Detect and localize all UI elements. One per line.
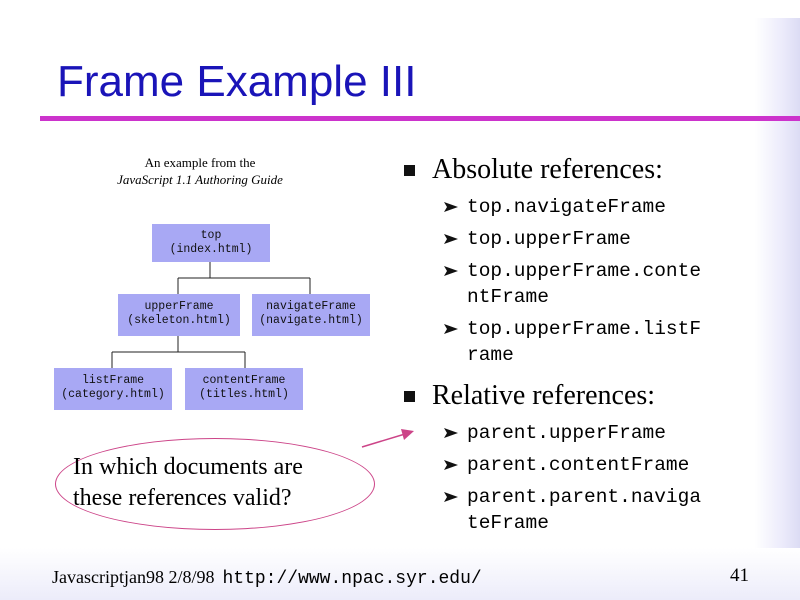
footer-text: Javascriptjan98 2/8/98 — [52, 567, 215, 587]
question-ellipse — [55, 438, 375, 530]
absolute-ref-3-line-2: ntFrame — [467, 286, 549, 308]
arrowhead-bullet-icon — [444, 266, 458, 276]
arrowhead-bullet-icon — [444, 460, 458, 470]
right-decor-band — [755, 18, 800, 600]
question-text: In which documents are these references … — [73, 452, 373, 514]
arrowhead-bullet-icon — [444, 202, 458, 212]
node-top: top (index.html) — [152, 224, 270, 262]
absolute-ref-3-line-1: top.upperFrame.conte — [467, 260, 702, 282]
absolute-ref-4-line-2: rame — [467, 344, 514, 366]
arrowhead-bullet-icon — [444, 324, 458, 334]
title-underline — [40, 116, 800, 121]
node-content-file: (titles.html) — [199, 388, 289, 401]
arrowhead-bullet-icon — [444, 428, 458, 438]
node-upper-file: (skeleton.html) — [127, 314, 231, 327]
node-navigate-name: navigateFrame — [266, 300, 356, 313]
absolute-ref-2: top.upperFrame — [467, 228, 631, 250]
question-line-1: In which documents are — [73, 454, 303, 480]
page-number: 41 — [730, 565, 749, 586]
absolute-ref-1: top.navigateFrame — [467, 196, 666, 218]
slide-title: Frame Example III — [57, 57, 417, 106]
node-top-name: top — [200, 229, 222, 242]
bottom-decor-band — [0, 548, 800, 600]
node-upper-frame: upperFrame (skeleton.html) — [118, 294, 240, 336]
arrowhead-bullet-icon — [444, 492, 458, 502]
absolute-ref-4-line-1: top.upperFrame.listF — [467, 318, 702, 340]
node-list-file: (category.html) — [61, 388, 165, 401]
node-upper-name: upperFrame — [144, 300, 214, 313]
absolute-heading: Absolute references: — [432, 154, 663, 185]
node-content-frame: contentFrame (titles.html) — [185, 368, 303, 410]
question-line-2: these references valid? — [73, 485, 292, 511]
footer-url: http://www.npac.syr.edu/ — [222, 569, 482, 589]
relative-ref-2: parent.contentFrame — [467, 454, 690, 476]
node-list-frame: listFrame (category.html) — [54, 368, 172, 410]
arrowhead-bullet-icon — [444, 234, 458, 244]
caption-line-1: An example from the — [144, 155, 256, 170]
node-navigate-file: (navigate.html) — [259, 314, 363, 327]
bullet-square-icon — [404, 165, 415, 176]
diagram-caption: An example from the JavaScript 1.1 Autho… — [70, 154, 330, 188]
node-content-name: contentFrame — [202, 374, 286, 387]
relative-ref-1: parent.upperFrame — [467, 422, 666, 444]
relative-ref-3-line-1: parent.parent.naviga — [467, 486, 702, 508]
bullet-square-icon — [404, 391, 415, 402]
caption-line-2: JavaScript 1.1 Authoring Guide — [117, 172, 283, 187]
node-list-name: listFrame — [81, 374, 145, 387]
node-top-file: (index.html) — [169, 243, 253, 256]
relative-heading: Relative references: — [432, 380, 656, 411]
node-navigate-frame: navigateFrame (navigate.html) — [252, 294, 370, 336]
relative-ref-3-line-2: teFrame — [467, 512, 549, 534]
footer: Javascriptjan98 2/8/98 http://www.npac.sy… — [52, 566, 482, 590]
